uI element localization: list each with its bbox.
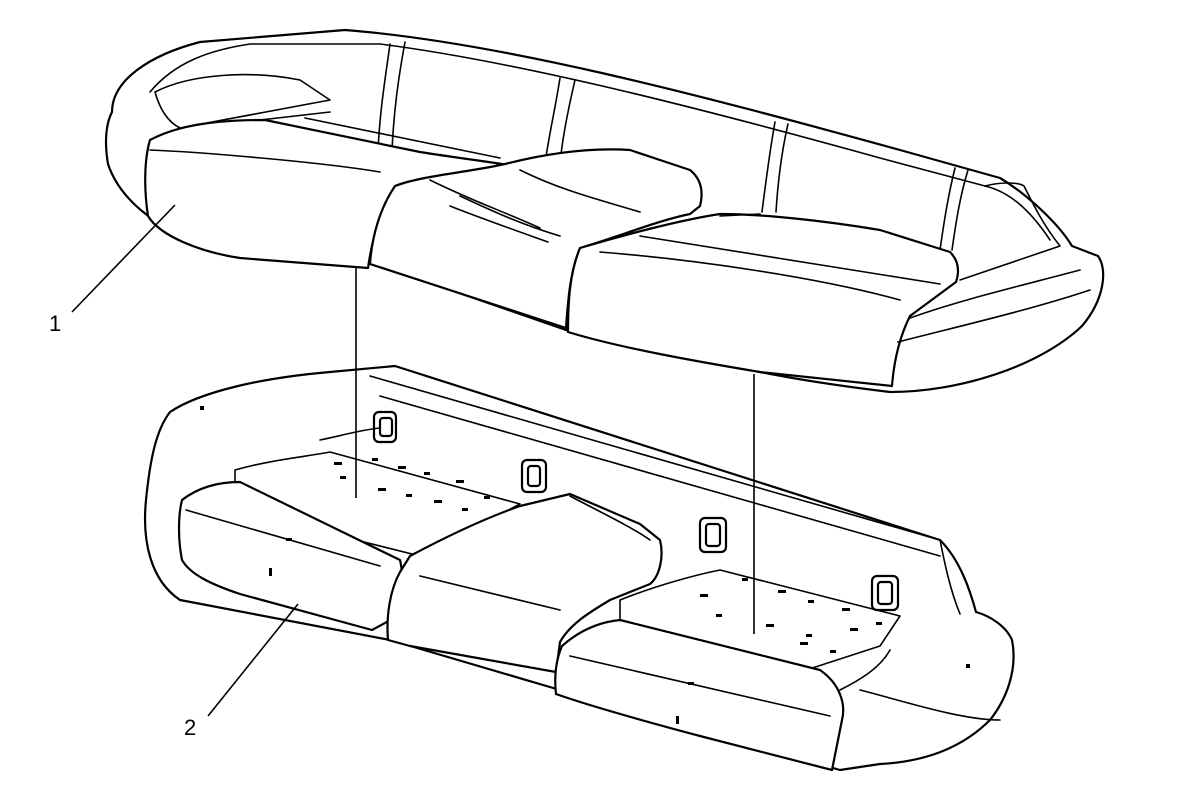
seat-back-right-bolster-seam [599,213,941,301]
belt-slot-2 [520,458,548,494]
seat-back-center-section [368,148,703,330]
seat-back-left-wing [154,73,331,129]
seat-back-shell-ridge [149,43,1051,241]
seat-cushion-center-section [386,492,663,674]
seat-back-center-folds [429,169,641,243]
leader-line-1 [71,204,176,313]
seat-back-top-panel-seams [391,41,969,251]
callout-2: 2 [184,603,299,740]
seat-cushion-right-bolster-seam [569,649,891,717]
belt-slot-4 [870,574,900,612]
belt-slot-2-inner [526,464,542,488]
belt-slot-4-inner [876,580,894,606]
seat-cushion-right-bolster [554,618,845,772]
seat-cushion-right-end [859,539,1001,721]
seat-back-left-bolster-seam [149,111,501,173]
callout-label-2: 2 [184,715,196,740]
seat-back-right-wing [959,182,1061,281]
seat-cushion-left-bolster [177,480,404,632]
seat-cushion-cover [143,364,1015,772]
callout-label-1: 1 [49,311,61,336]
callout-1: 1 [49,204,176,336]
seat-back-right-bolster [566,212,960,388]
belt-slot-3 [698,516,728,554]
seat-belt-slots [372,410,900,612]
seat-back-cover [104,28,1105,394]
seat-cushion-left-bolster-seam [185,509,381,567]
leader-line-2 [207,603,299,717]
seat-cushion-center-seam [419,495,651,611]
seat-back-right-end [897,269,1091,343]
belt-slot-3-inner [704,522,722,548]
alignment-lines [355,268,755,634]
seat-back-top-panel [377,43,956,251]
belt-slot-1-inner [378,416,394,438]
seat-cushion-stitch-marks [200,406,970,724]
belt-slot-1 [372,410,398,444]
